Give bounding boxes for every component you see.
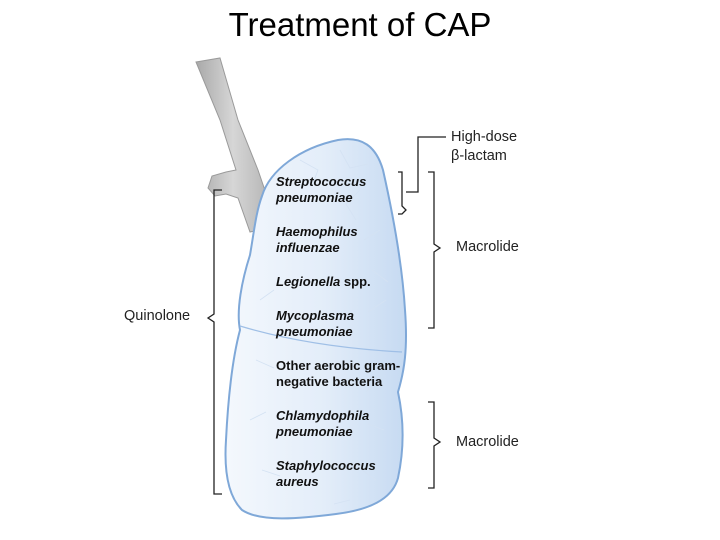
treatment-quinolone: Quinolone: [124, 308, 191, 324]
organism-mycoplasma: Mycoplasma pneumoniae: [276, 308, 355, 339]
organism-haemophilus: Haemophilus influenzae: [276, 224, 358, 255]
lung-fissure: [239, 325, 403, 353]
treatment-macrolide-lower: Macrolide: [456, 434, 519, 450]
beta-lactam-bracket: [398, 171, 407, 215]
organism-streptococcus: Streptococcus pneumoniae: [276, 174, 367, 205]
lung-texture: [249, 149, 389, 505]
organism-chlamydophila: Chlamydophila pneumoniae: [276, 408, 370, 439]
trachea-shape: [195, 57, 271, 233]
treatment-macrolide-upper: Macrolide: [456, 239, 519, 255]
quinolone-bracket: [206, 189, 222, 495]
lung-shape: [224, 138, 407, 520]
brackets: [206, 136, 446, 495]
macrolide-upper-bracket: [428, 171, 442, 329]
organism-legionella: Legionella spp.: [276, 274, 371, 289]
treatment-high-dose-line1: High-dose: [451, 129, 518, 145]
organism-staphylococcus: Staphylococcus aureus: [276, 458, 376, 489]
beta-lactam-connector: [406, 136, 446, 193]
treatment-beta-lactam: β-lactam: [451, 148, 507, 164]
organism-other-gram-negative: Other aerobic gram- negative bacteria: [276, 358, 401, 389]
slide-title: Treatment of CAP: [228, 6, 492, 43]
macrolide-lower-bracket: [428, 401, 442, 489]
